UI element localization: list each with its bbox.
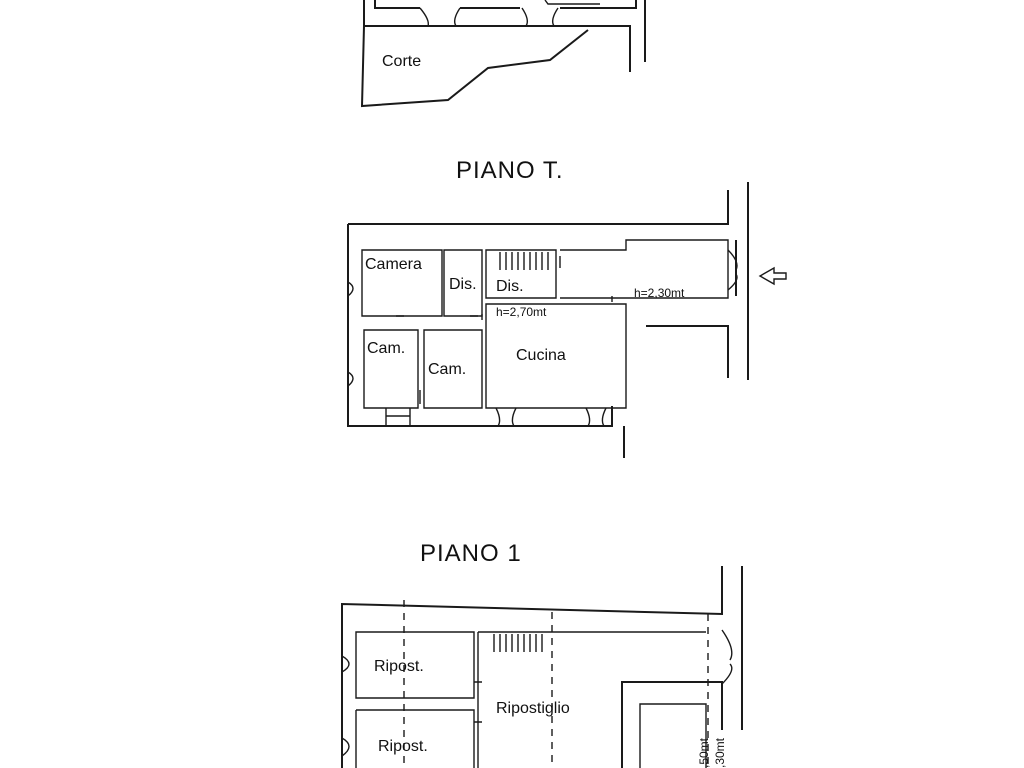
room-ripost-2: [356, 709, 475, 768]
first-door-ticks: [474, 681, 482, 723]
ground-court-corner: [646, 325, 729, 378]
ground-floor-plan: Camera Dis. Dis. h=2,30mt h=2,70mt Cam. …: [347, 182, 787, 458]
ground-entrance-door: [727, 249, 738, 291]
label-cam-2: Cam.: [428, 361, 466, 378]
label-dis-2: Dis.: [496, 278, 524, 295]
room-cucina: [485, 303, 627, 409]
ground-outer-wall-top: [348, 190, 729, 225]
ground-window-3: [585, 407, 607, 427]
ground-window-2: [495, 407, 517, 427]
label-height-kitchen: h=2,70mt: [496, 305, 547, 319]
label-ripost-1: Ripost.: [374, 658, 424, 675]
ground-window-4: [347, 281, 354, 297]
top-stair-mark: [544, 0, 600, 5]
first-window-2: [341, 737, 350, 757]
ground-door-ticks: [396, 256, 613, 404]
court-area: [360, 25, 589, 108]
label-height-side-2: ,30mt: [713, 737, 727, 768]
first-window-1: [341, 655, 350, 673]
first-stair-hatch: [493, 634, 543, 652]
label-height-side-1: ,50mt: [697, 737, 711, 768]
room-ripost-1: [355, 631, 475, 699]
label-cucina: Cucina: [516, 347, 566, 364]
room-cam-1: [363, 329, 419, 409]
ground-window-5: [347, 371, 354, 387]
room-camera: [361, 249, 443, 317]
label-height-corridor: h=2,30mt: [634, 286, 685, 300]
ground-window-1: [385, 408, 411, 426]
label-camera: Camera: [365, 256, 422, 273]
corridor: [560, 239, 729, 299]
court-label: Corte: [382, 53, 421, 70]
label-ripostiglio: Ripostiglio: [496, 700, 570, 717]
ground-stair-hatch: [499, 252, 549, 270]
first-court-wall: [621, 681, 723, 768]
ground-floor-title: PIANO T.: [456, 157, 564, 184]
first-outer-wall: [341, 566, 723, 768]
top-outer-wall: [363, 0, 631, 72]
first-side-room: [639, 703, 707, 768]
entrance-arrow-icon: [758, 266, 787, 286]
top-floor-plan: Corte: [360, 0, 646, 108]
top-room-wall-left: [374, 0, 420, 9]
first-window-3: [721, 629, 733, 685]
top-window-1: [419, 7, 461, 27]
room-cam-2: [423, 329, 483, 409]
label-ripost-2: Ripost.: [378, 738, 428, 755]
room-dis-2: [485, 249, 557, 299]
top-room-wall-right: [560, 0, 637, 9]
label-cam-1: Cam.: [367, 340, 405, 357]
top-window-2: [521, 7, 559, 27]
first-floor-plan: Ripost. Ripost. Ripostiglio ,50mt ,30mt: [341, 566, 743, 768]
label-dis-1: Dis.: [449, 276, 477, 293]
first-floor-title: PIANO 1: [420, 540, 522, 567]
ground-outer-wall-left-bottom: [347, 224, 613, 427]
